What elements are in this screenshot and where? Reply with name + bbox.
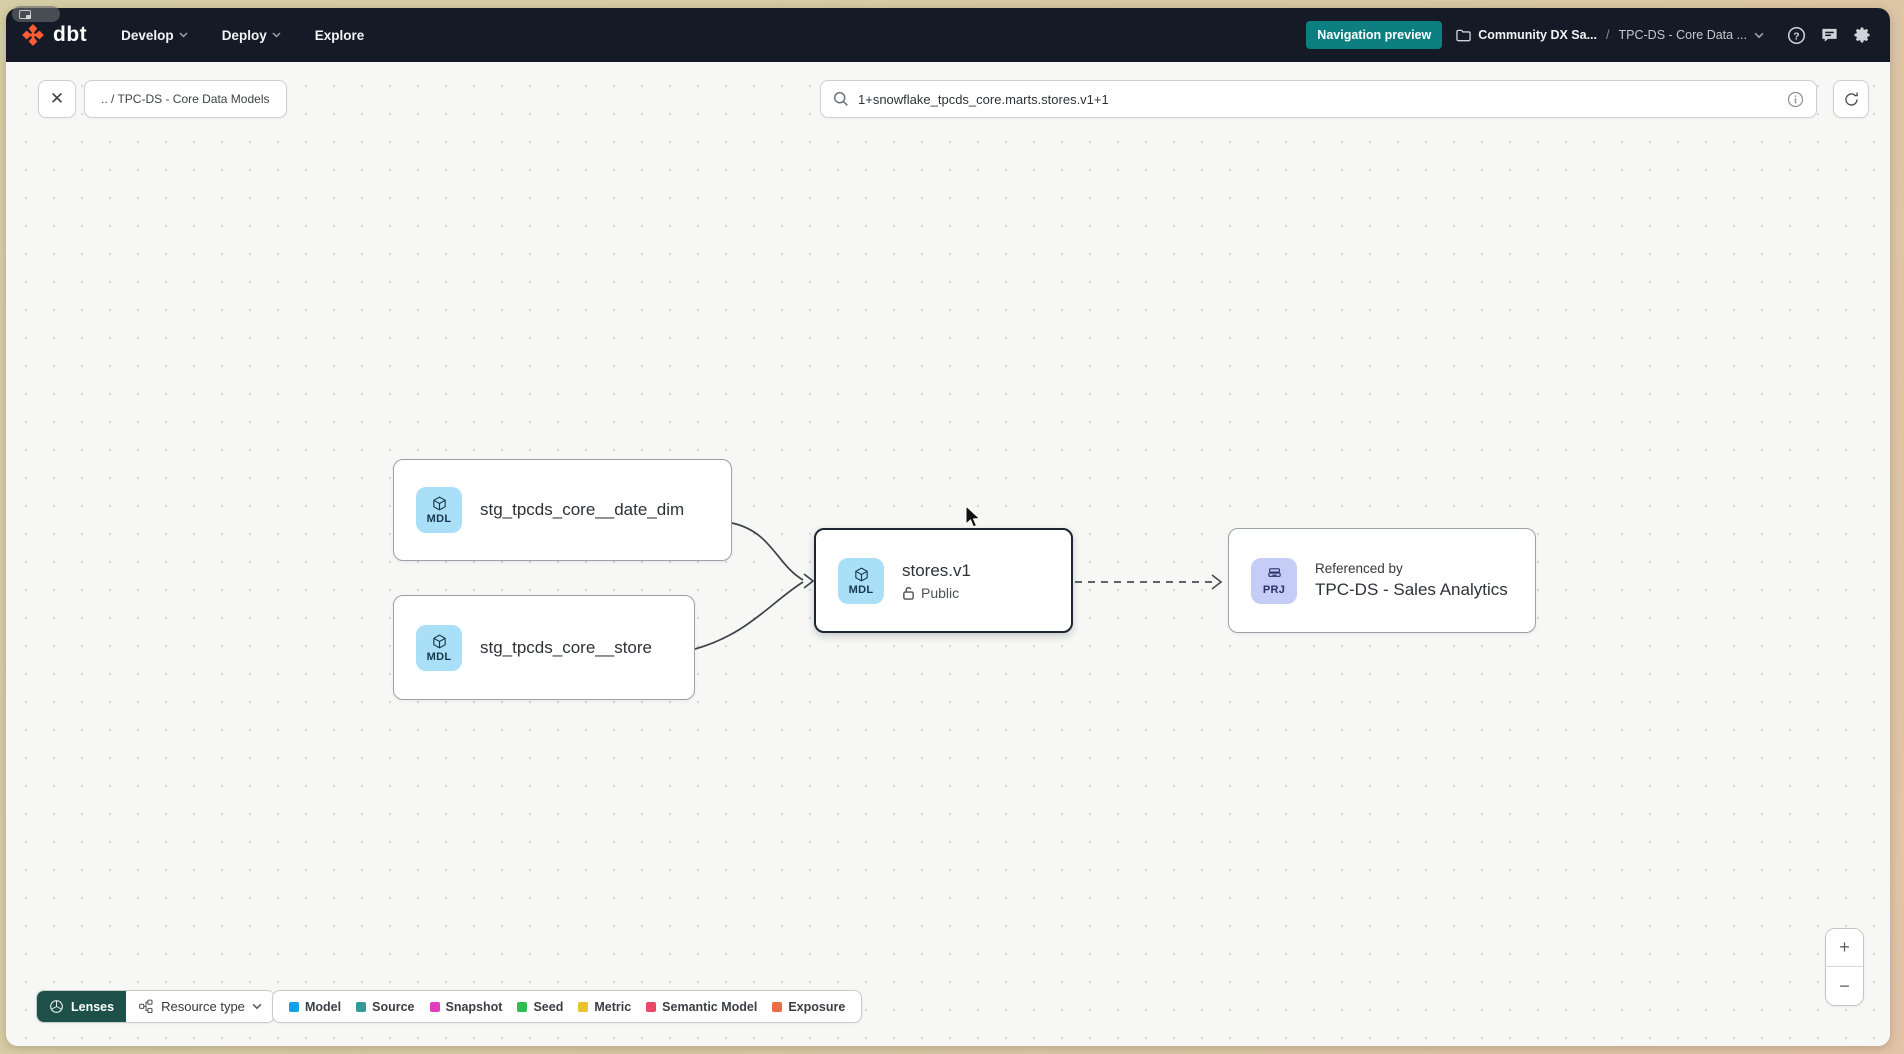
- breadcrumb-project[interactable]: TPC-DS - Core Data ...: [1618, 28, 1748, 42]
- navigation-preview-badge[interactable]: Navigation preview: [1306, 21, 1443, 49]
- legend-swatch: [772, 1001, 783, 1012]
- resource-type-icon: [139, 999, 153, 1014]
- legend-item: Seed: [517, 1000, 563, 1014]
- info-icon[interactable]: [1787, 91, 1804, 108]
- node-stg-tpcds-core-date-dim[interactable]: MDL stg_tpcds_core__date_dim: [393, 459, 732, 561]
- path-chip[interactable]: .. / TPC-DS - Core Data Models: [84, 80, 287, 118]
- nav-right: Navigation preview Community DX Sa... / …: [1306, 21, 1872, 49]
- help-icon[interactable]: ?: [1786, 25, 1806, 45]
- lineage-canvas[interactable]: ✕ .. / TPC-DS - Core Data Models: [6, 62, 1890, 1046]
- legend-swatch: [429, 1001, 440, 1012]
- nav-item-explore[interactable]: Explore: [314, 27, 365, 43]
- node-referenced-by-sales-analytics[interactable]: PRJ Referenced by TPC-DS - Sales Analyti…: [1228, 528, 1536, 633]
- refresh-button[interactable]: [1833, 80, 1869, 118]
- resource-type-dropdown[interactable]: Resource type: [126, 991, 274, 1022]
- node-title: stg_tpcds_core__date_dim: [480, 500, 685, 519]
- refresh-icon: [1844, 92, 1858, 106]
- chevron-down-icon: [252, 1003, 262, 1010]
- nav-item-develop[interactable]: Develop: [121, 28, 188, 43]
- node-title: TPC-DS - Sales Analytics: [1315, 580, 1508, 599]
- feedback-icon[interactable]: [1819, 25, 1839, 45]
- dbt-logo-icon: [22, 24, 44, 46]
- cube-icon: [432, 633, 446, 649]
- legend-swatch: [356, 1001, 367, 1012]
- legend-label: Metric: [594, 999, 632, 1014]
- pip-window-icon: [19, 9, 31, 19]
- app-window: dbt Develop Deploy Explore Navigation pr…: [6, 8, 1890, 1046]
- node-stg-tpcds-core-store[interactable]: MDL stg_tpcds_core__store: [393, 595, 695, 700]
- dbt-logo-text: dbt: [53, 23, 88, 46]
- project-icon: [1267, 567, 1281, 577]
- node-title: stg_tpcds_core__store: [480, 637, 652, 657]
- node-stores-v1[interactable]: MDL stores.v1 Public: [814, 528, 1073, 633]
- legend-item: Source: [356, 999, 415, 1014]
- model-badge: MDL: [838, 557, 884, 604]
- node-kicker: Referenced by: [1315, 561, 1403, 576]
- legend-swatch: [646, 1001, 657, 1012]
- breadcrumb-account[interactable]: Community DX Sa...: [1478, 28, 1598, 42]
- gear-icon[interactable]: [1852, 25, 1872, 45]
- top-navbar: dbt Develop Deploy Explore Navigation pr…: [6, 8, 1890, 62]
- dbt-logo[interactable]: dbt: [20, 22, 87, 48]
- legend-label: Semantic Model: [662, 999, 758, 1014]
- legend-swatch: [289, 1001, 299, 1012]
- breadcrumb: Community DX Sa... / TPC-DS - Core Data …: [1456, 28, 1764, 42]
- lineage-search: [820, 80, 1817, 118]
- legend: Model Source Snapshot Seed Metric Semantic Mo…: [272, 990, 863, 1023]
- legend-item: Semantic Model: [646, 1000, 757, 1014]
- nav-icons: ?: [1786, 25, 1872, 45]
- legend-swatch: [578, 1001, 589, 1012]
- search-icon: [833, 91, 848, 106]
- legend-label: Model: [305, 999, 342, 1014]
- model-badge: MDL: [416, 487, 462, 533]
- node-title: stores.v1: [902, 560, 971, 580]
- cube-icon: [432, 496, 446, 511]
- zoom-in-button[interactable]: +: [1826, 929, 1863, 967]
- close-button[interactable]: ✕: [38, 80, 76, 118]
- chevron-down-icon: [272, 32, 281, 38]
- folder-icon: [1456, 29, 1471, 41]
- node-access: Public: [902, 585, 971, 601]
- lenses-button[interactable]: Lenses: [37, 991, 127, 1022]
- nav-menu: Develop Deploy Explore: [121, 28, 364, 43]
- legend-item: Snapshot: [429, 999, 503, 1014]
- legend-label: Snapshot: [445, 999, 503, 1014]
- model-badge: MDL: [416, 624, 462, 671]
- zoom-control: + −: [1825, 928, 1864, 1006]
- legend-swatch: [517, 1001, 528, 1012]
- cube-icon: [854, 566, 868, 582]
- chevron-down-icon[interactable]: [1754, 32, 1764, 39]
- legend-label: Seed: [533, 999, 564, 1014]
- legend-label: Source: [372, 999, 415, 1014]
- zoom-out-button[interactable]: −: [1826, 967, 1863, 1005]
- legend-label: Exposure: [788, 999, 846, 1014]
- search-input[interactable]: [858, 91, 1778, 107]
- svg-text:?: ?: [1793, 31, 1799, 42]
- nav-item-deploy[interactable]: Deploy: [222, 28, 281, 43]
- mouse-cursor: [965, 505, 981, 528]
- unlock-icon: [903, 586, 914, 600]
- breadcrumb-separator: /: [1606, 28, 1610, 42]
- legend-item: Metric: [578, 1000, 631, 1014]
- lenses-control-group: Lenses Resource type: [36, 990, 275, 1023]
- chevron-down-icon: [179, 32, 188, 38]
- lenses-icon: [50, 1000, 63, 1013]
- screen-share-indicator: [12, 6, 60, 22]
- project-badge: PRJ: [1251, 557, 1297, 604]
- legend-item: Exposure: [772, 1000, 845, 1014]
- legend-item: Model: [289, 1000, 341, 1014]
